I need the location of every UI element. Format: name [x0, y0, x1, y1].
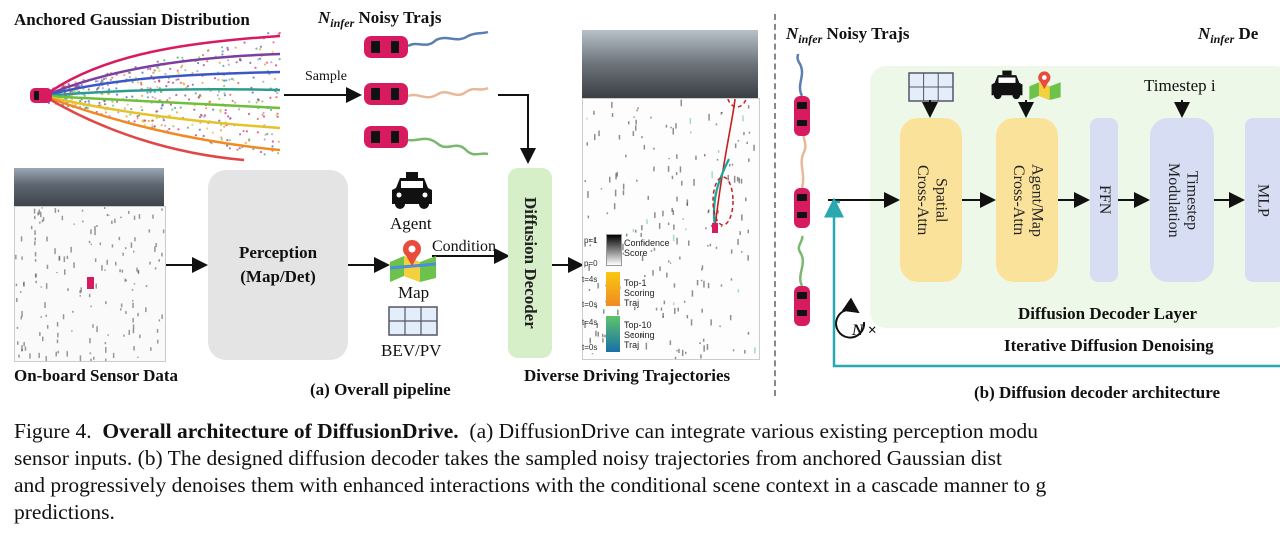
tick-p0: p=0	[584, 259, 598, 268]
ego-car-icon	[30, 88, 52, 103]
map-pin-icon	[1029, 71, 1061, 100]
car-icon	[794, 96, 810, 136]
noisy-cars-vertical	[794, 54, 810, 326]
caption-line-1: Figure 4. Overall architecture of Diffus…	[14, 419, 1038, 443]
denoised-trajs-label: Ninfer De	[1198, 24, 1259, 47]
caption-line-4: predictions.	[14, 500, 115, 524]
car-icon	[364, 126, 408, 148]
grid-icon	[908, 72, 954, 102]
noisy-trajs-label-left: Ninfer Noisy Trajs	[318, 8, 442, 31]
tick-p1: p=1	[584, 236, 598, 245]
noisy-trajectory-cars	[364, 30, 489, 156]
decoder-layer-label: Diffusion Decoder Layer	[1018, 304, 1198, 323]
loop-count-label: N ×	[852, 322, 877, 339]
agent-label: Agent	[390, 214, 432, 233]
figure-caption: Figure 4. Overall architecture of Diffus…	[14, 418, 1280, 526]
diverse-trajectories-label: Diverse Driving Trajectories	[524, 366, 731, 385]
legend-top1: Top-1 Scoring Traj	[624, 278, 655, 308]
legend-top10: Top-10 Scoring Traj	[624, 320, 655, 350]
map-label: Map	[398, 283, 430, 302]
car-icon	[364, 36, 408, 58]
bev-pv-label: BEV/PV	[381, 341, 442, 360]
map-pin-icon	[389, 240, 437, 282]
car-icon	[794, 286, 810, 326]
diffusion-decoder-block: Diffusion Decoder	[508, 168, 552, 358]
perception-line2: (Map/Det)	[240, 267, 316, 286]
left-arrows	[166, 87, 584, 273]
mlp-block: MLP	[1245, 118, 1280, 282]
noisy-trajs-label-right: Ninfer Noisy Trajs	[786, 24, 910, 47]
ffn-block: FFN	[1090, 118, 1118, 282]
car-icon	[364, 83, 408, 105]
tick-t0s-b: t=0s	[582, 343, 598, 352]
caption-line-3: and progressively denoises them with enh…	[14, 473, 1047, 497]
condition-label: Condition	[432, 238, 497, 255]
tick-t4s-a: t=4s	[582, 275, 598, 284]
right-arrows	[824, 100, 1280, 368]
bev-lidar-image	[14, 206, 166, 362]
sample-label: Sample	[305, 69, 347, 84]
confidence-gradient-bar	[606, 234, 622, 266]
taxi-icon	[991, 70, 1023, 100]
camera-image	[14, 168, 164, 206]
anchored-gaussian-title: Anchored Gaussian Distribution	[14, 10, 250, 29]
tick-t0s-a: t=0s	[582, 300, 598, 309]
caption-line-2: sensor inputs. (b) The designed diffusio…	[14, 446, 1002, 470]
perception-block: Perception (Map/Det)	[208, 170, 348, 360]
car-icon	[794, 188, 810, 228]
tick-t4s-b: t=4s	[582, 318, 598, 327]
top1-gradient-bar	[606, 272, 620, 306]
taxi-icon	[392, 172, 432, 209]
top10-gradient-bar	[606, 316, 620, 352]
timestep-label: Timestep i	[1144, 76, 1216, 95]
panel-a-caption: (a) Overall pipeline	[310, 380, 451, 399]
bev-grid-icon	[388, 306, 438, 336]
diverse-bev-image	[582, 98, 760, 360]
panel-b-caption: (b) Diffusion decoder architecture	[974, 383, 1220, 402]
legend-confidence: Confidence Score	[624, 238, 670, 258]
panel-separator	[774, 14, 776, 396]
diverse-camera-image	[582, 30, 758, 98]
iterative-denoising-label: Iterative Diffusion Denoising	[1004, 336, 1214, 355]
perception-line1: Perception	[238, 243, 318, 262]
anchored-gaussian-illustration	[30, 32, 281, 162]
sensor-data-label: On-board Sensor Data	[14, 366, 179, 385]
